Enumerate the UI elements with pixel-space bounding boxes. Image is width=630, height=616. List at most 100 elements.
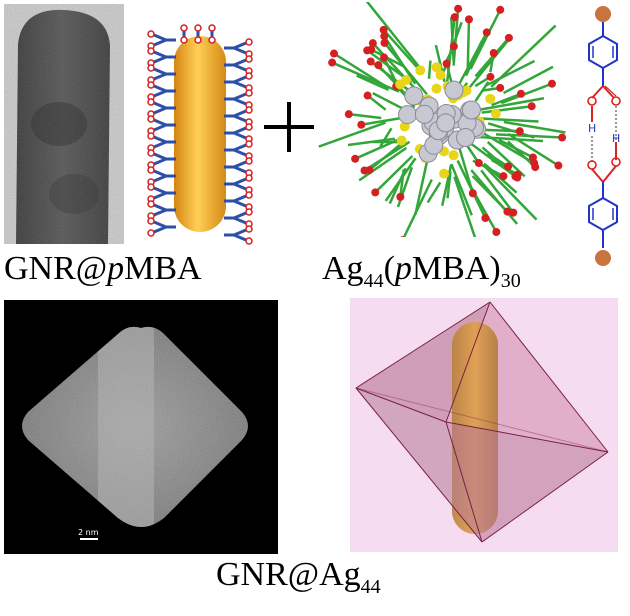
oxygen-atom <box>368 39 377 48</box>
oxygen-atom <box>474 159 483 168</box>
oxygen-atom <box>489 49 498 58</box>
gnr-pmba-schematic <box>140 20 260 246</box>
sulfur-atom <box>415 65 426 76</box>
ligand <box>153 50 176 64</box>
label-gnr-ag44: GNR@Ag44 <box>216 556 381 598</box>
oxygen-atom <box>380 32 389 41</box>
oxygen-atom <box>245 55 253 63</box>
label-mba: MBA) <box>411 250 501 287</box>
oxygen-atom <box>499 172 508 181</box>
label-paren: ( <box>383 250 395 287</box>
oxygen-atom <box>486 72 495 81</box>
oxygen-atom <box>496 5 505 14</box>
oxygen-atom <box>194 24 202 32</box>
carbon-bond <box>427 60 432 79</box>
oxygen-atom <box>454 4 463 13</box>
oxygen-atom <box>245 208 253 216</box>
label-ag: Ag <box>322 250 364 287</box>
ligand <box>224 58 247 72</box>
silver-atom <box>398 105 418 125</box>
oxygen-atom <box>245 157 253 165</box>
ligand <box>153 169 176 183</box>
carbon-bond <box>354 135 406 160</box>
scale-bar-label: 2 nm <box>78 528 99 537</box>
oxygen-atom <box>147 217 155 225</box>
ligand <box>153 152 176 166</box>
carbon-bond <box>358 146 408 182</box>
carbon-bond <box>363 140 411 172</box>
ligand <box>153 186 176 200</box>
oxygen-atom <box>400 236 405 237</box>
svg-text:H: H <box>588 122 596 135</box>
carbon-bond <box>502 65 554 95</box>
oxygen-atom <box>147 81 155 89</box>
oxygen-atom <box>468 189 477 198</box>
carbon-bond <box>446 171 452 199</box>
sulfur-atom <box>435 70 446 81</box>
oxygen-atom <box>245 123 253 131</box>
carbon-bond <box>347 137 396 147</box>
ag44-cluster-model <box>318 2 568 237</box>
oxygen-atom <box>360 166 369 175</box>
carbon-bond <box>440 164 453 207</box>
carbon-bond <box>486 141 526 178</box>
oxygen-atom <box>450 13 459 22</box>
carbon-bond <box>495 133 563 139</box>
oxygen-atom <box>380 38 389 47</box>
oxygen-atom <box>245 106 253 114</box>
carbon-bond <box>491 92 522 107</box>
sulfur-atom <box>396 135 407 146</box>
ligand <box>153 33 176 47</box>
carbon-bond <box>469 9 502 70</box>
oxygen-atom <box>503 207 512 216</box>
tem-image-gnr <box>4 4 124 244</box>
oxygen-atom <box>147 30 155 38</box>
octahedron-schematic <box>350 298 618 552</box>
sulfur-atom <box>431 83 442 94</box>
label-gnr-pmba-italic: p <box>107 250 125 287</box>
carbon-bond <box>348 112 382 120</box>
carbon-bond <box>500 82 553 105</box>
oxygen-atom <box>464 15 473 24</box>
oxygen-atom <box>351 154 360 163</box>
carbon-bond <box>453 176 477 237</box>
oxygen-atom <box>374 61 383 70</box>
oxygen-atom <box>357 120 366 129</box>
oxygen-atom <box>147 149 155 157</box>
carbon-bond <box>450 163 473 216</box>
label-gnr-ag: GNR@Ag <box>216 556 361 593</box>
carbon-bond <box>480 97 545 111</box>
oxygen-atom <box>245 237 253 245</box>
carbon-bond <box>480 169 515 214</box>
ligand <box>224 211 247 225</box>
label-gnr-ag-sub: 44 <box>360 576 381 598</box>
carbon-bond <box>454 31 488 91</box>
carbon-bond <box>478 135 544 143</box>
oxygen-atom <box>531 163 540 172</box>
carbon-bond <box>481 104 532 114</box>
sulfur-atom <box>490 108 501 119</box>
oxygen-atom <box>396 192 405 201</box>
ligand <box>153 101 176 115</box>
oxygen-atom <box>380 53 389 62</box>
silver-atom <box>444 80 464 100</box>
oxygen-atom <box>504 33 513 42</box>
carbon-bond <box>372 91 404 111</box>
oxygen-atom <box>527 102 536 111</box>
oxygen-atom <box>554 161 563 170</box>
silver-atom <box>404 86 424 106</box>
oxygen-atom <box>329 49 338 58</box>
oxygen-atom <box>482 28 491 37</box>
carbon-bond <box>384 157 417 202</box>
carbon-bond <box>382 29 420 70</box>
ligand <box>224 194 247 208</box>
carbon-bond <box>318 121 387 148</box>
carbon-bond <box>483 164 538 221</box>
ligand <box>153 135 176 149</box>
ligand <box>224 160 247 174</box>
carbon-bond <box>379 127 393 147</box>
oxygen-atom <box>147 132 155 140</box>
oxygen-atom <box>245 191 253 199</box>
ligand <box>153 220 176 234</box>
sulfur-atom <box>431 62 442 73</box>
